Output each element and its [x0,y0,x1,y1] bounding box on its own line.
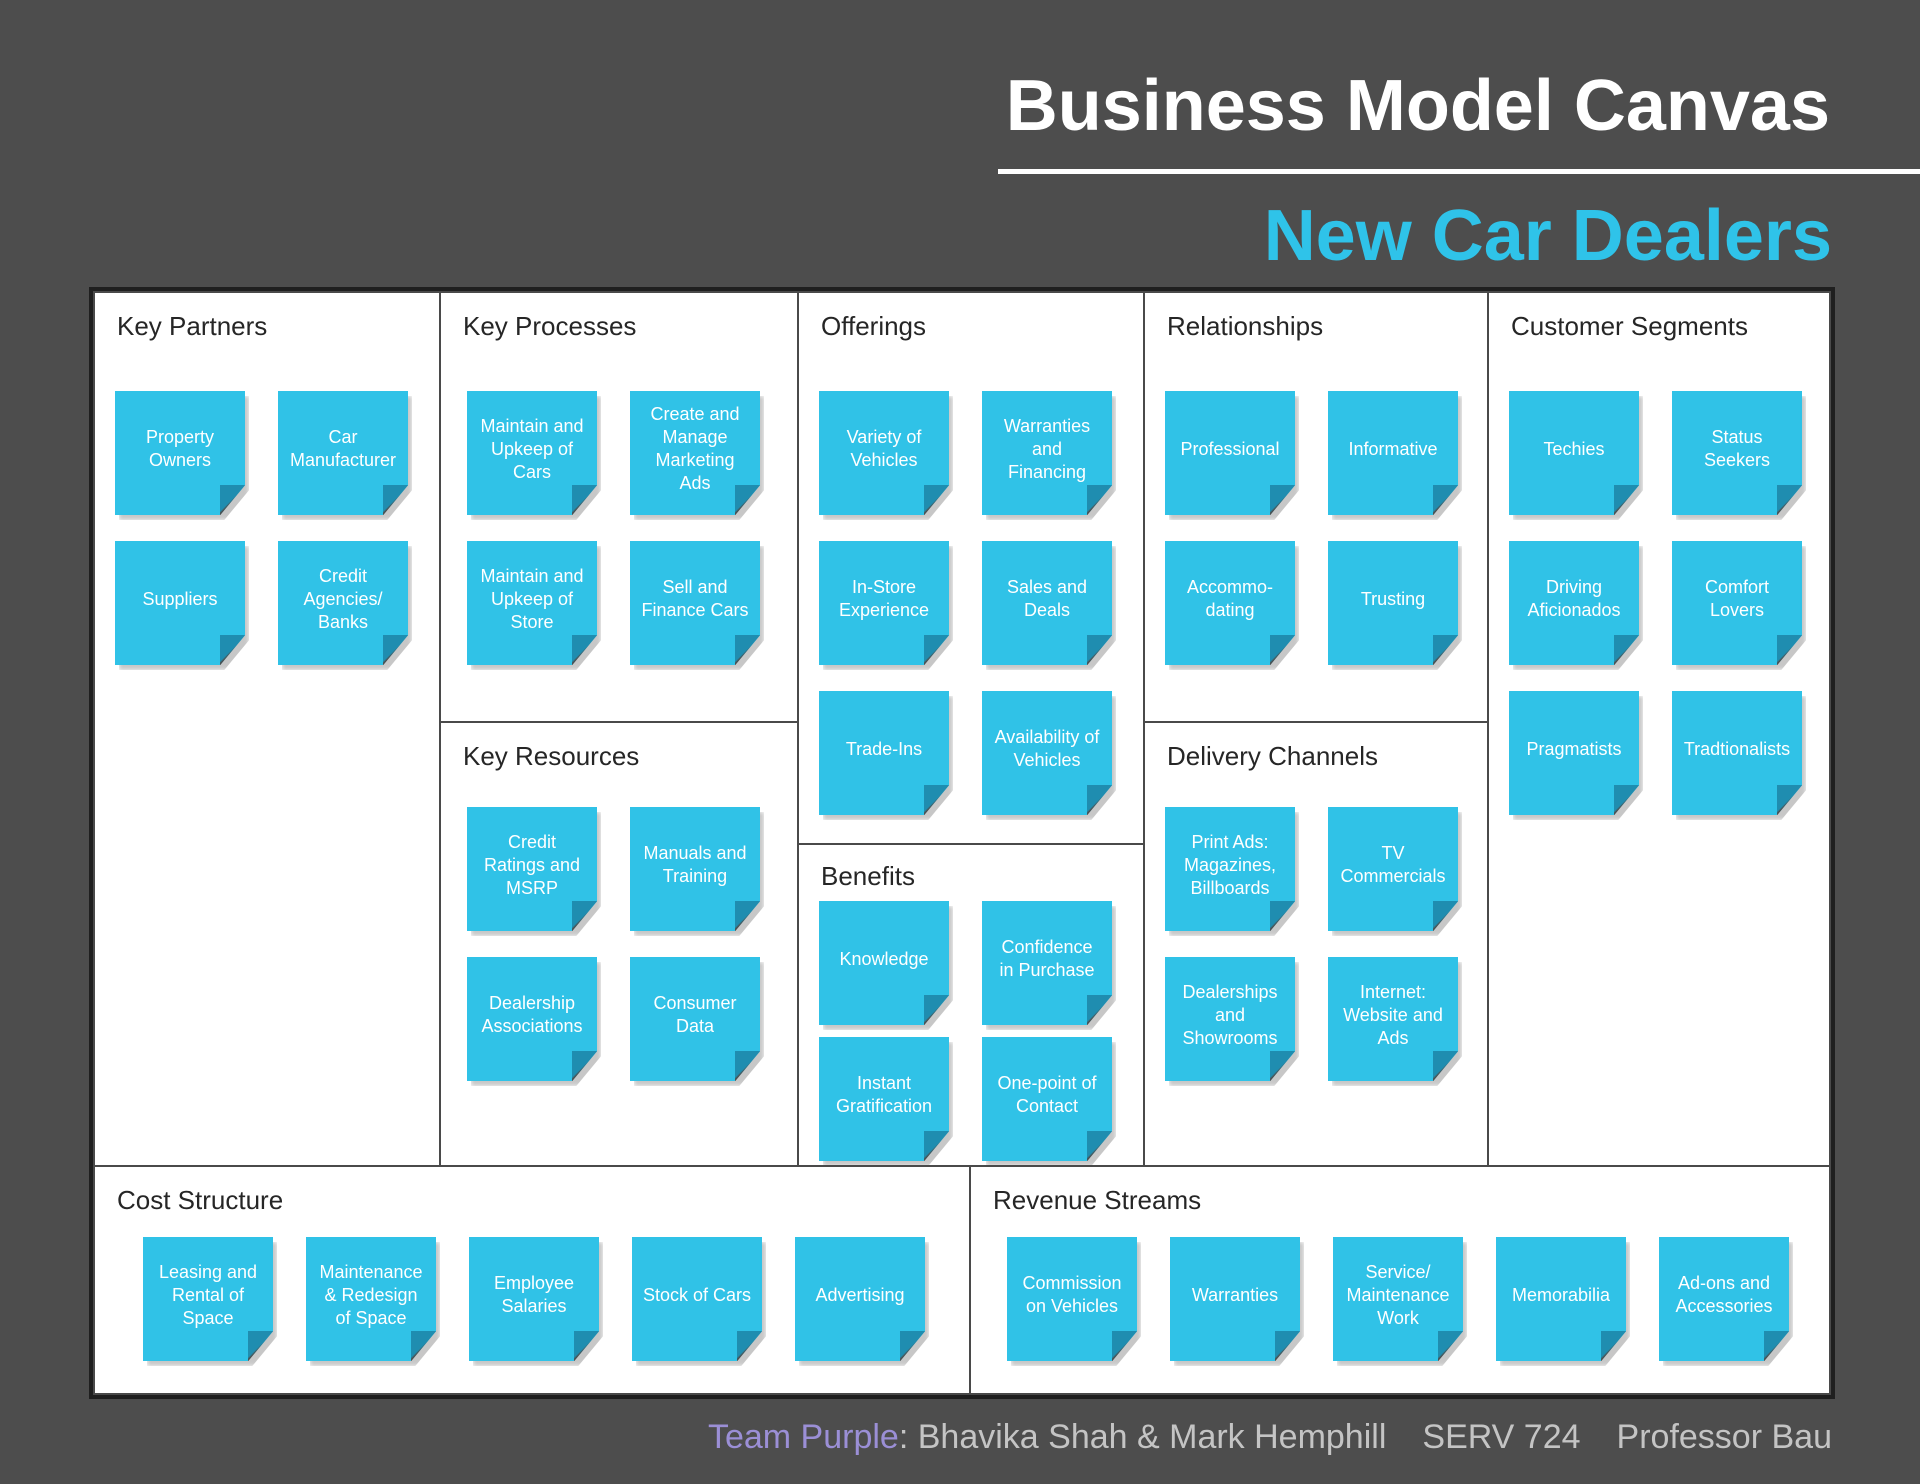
block-title: Cost Structure [117,1185,284,1215]
sticky-note: Create and Manage Marketing Ads [630,391,760,515]
sticky-note: One-point of Contact [982,1037,1112,1161]
sticky-note: Commission on Vehicles [1007,1237,1137,1361]
sticky-note: Pragmatists [1509,691,1639,815]
sticky-note: Variety of Vehicles [819,391,949,515]
page-subtitle: New Car Dealers [1263,196,1832,276]
sticky-note: Consumer Data [630,957,760,1081]
sticky-note: Manuals and Training [630,807,760,931]
block-title: Key Processes [463,311,637,341]
sticky-note: Advertising [795,1237,925,1361]
sticky-note: Professional [1165,391,1295,515]
sticky-note: Status Seekers [1672,391,1802,515]
sticky-note: Warranties and Financing [982,391,1112,515]
block-title: Delivery Channels [1167,741,1378,771]
sticky-note: In-Store Experience [819,541,949,665]
footer-professor: Professor Bau [1616,1418,1832,1456]
sticky-note: Accommo- dating [1165,541,1295,665]
sticky-note: Sell and Finance Cars [630,541,760,665]
sticky-note: Techies [1509,391,1639,515]
sticky-note: Maintenance & Redesign of Space [306,1237,436,1361]
block-title: Customer Segments [1511,311,1748,341]
sticky-note: Knowledge [819,901,949,1025]
business-model-canvas: Key Partners Property Owners Car Manufact… [89,287,1835,1399]
sticky-note: Maintain and Upkeep of Cars [467,391,597,515]
footer: Team Purple: Bhavika Shah & Mark Hemphil… [708,1418,1832,1457]
block-title: Key Resources [463,741,640,771]
sticky-note: Dealership Associations [467,957,597,1081]
page-title: Business Model Canvas [1005,66,1830,146]
block-key-resources: Key Resources Credit Ratings and MSRP Man… [439,721,799,1167]
sticky-note: Car Manufacturer [278,391,408,515]
sticky-note: Leasing and Rental of Space [143,1237,273,1361]
block-key-processes: Key Processes Maintain and Upkeep of Car… [439,291,799,723]
sticky-note: Warranties [1170,1237,1300,1361]
sticky-note: Tradtionalists [1672,691,1802,815]
sticky-note: Sales and Deals [982,541,1112,665]
block-title: Revenue Streams [993,1185,1202,1215]
title-divider [998,169,1920,174]
sticky-note: Maintain and Upkeep of Store [467,541,597,665]
sticky-note: Stock of Cars [632,1237,762,1361]
sticky-note: Suppliers [115,541,245,665]
block-title: Key Partners [117,311,268,341]
sticky-note: Service/ Maintenance Work [1333,1237,1463,1361]
sticky-note: Availability of Vehicles [982,691,1112,815]
block-key-partners: Key Partners Property Owners Car Manufact… [93,291,441,1167]
sticky-note: Internet: Website and Ads [1328,957,1458,1081]
block-title: Relationships [1167,311,1324,341]
block-title: Benefits [821,861,915,891]
footer-course: SERV 724 [1422,1418,1581,1456]
sticky-note: Ad-ons and Accessories [1659,1237,1789,1361]
block-delivery-channels: Delivery Channels Print Ads: Magazines, … [1143,721,1489,1167]
block-benefits: Benefits Knowledge Confidence in Purchase… [797,843,1145,1167]
block-cost-structure: Cost Structure Leasing and Rental of Spa… [93,1165,971,1395]
sticky-note: Credit Ratings and MSRP [467,807,597,931]
sticky-note: Property Owners [115,391,245,515]
sticky-note: Credit Agencies/ Banks [278,541,408,665]
sticky-note: Employee Salaries [469,1237,599,1361]
block-title: Offerings [821,311,927,341]
sticky-note: Trusting [1328,541,1458,665]
sticky-note: Instant Gratification [819,1037,949,1161]
sticky-note: Trade-Ins [819,691,949,815]
sticky-note: Print Ads: Magazines, Billboards [1165,807,1295,931]
sticky-note: Driving Aficionados [1509,541,1639,665]
sticky-note: Comfort Lovers [1672,541,1802,665]
block-offerings: Offerings Variety of Vehicles Warranties … [797,291,1145,845]
footer-members: : Bhavika Shah & Mark Hemphill [898,1418,1387,1456]
sticky-note: TV Commercials [1328,807,1458,931]
sticky-note: Informative [1328,391,1458,515]
footer-team: Team Purple [707,1418,899,1456]
sticky-note: Memorabilia [1496,1237,1626,1361]
sticky-note: Confidence in Purchase [982,901,1112,1025]
block-revenue-streams: Revenue Streams Commission on Vehicles Wa… [969,1165,1831,1395]
sticky-note: Dealerships and Showrooms [1165,957,1295,1081]
